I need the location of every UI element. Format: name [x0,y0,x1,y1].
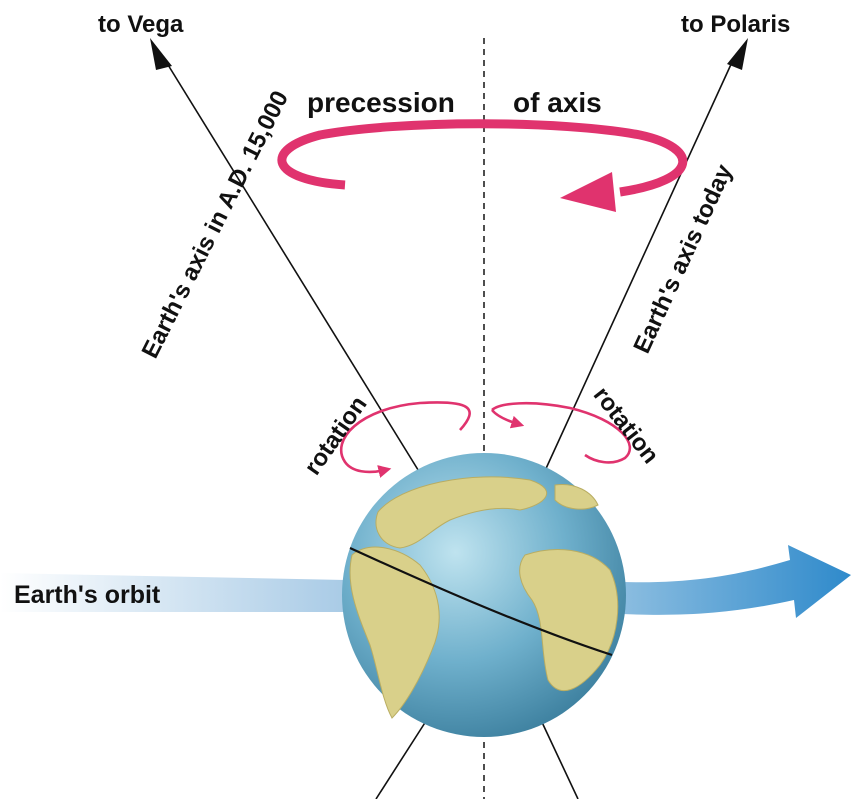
label-axis-future: Earth's axis in A.D. 15,000 [137,87,294,363]
arrowhead-polaris-icon [727,38,748,70]
label-earths-orbit: Earth's orbit [14,581,161,609]
label-precession: precession [307,87,455,118]
label-of-axis: of axis [513,87,602,118]
axis-vega-line [164,59,429,487]
axis-polaris-lower-line [539,717,579,799]
earth-globe-icon [342,453,626,737]
label-rotation-left: rotation [299,391,372,480]
axis-vega-lower-line [375,717,429,799]
orbit-arrow [0,545,851,618]
label-to-polaris: to Polaris [681,11,790,38]
precession-arrowhead-icon [560,172,616,212]
axis-polaris-line [537,59,734,487]
label-to-vega: to Vega [98,11,184,38]
arrowhead-vega-icon [150,38,172,70]
rotation-arrow-right [490,401,632,464]
precession-arrow [277,119,688,212]
rotation-arrow-left [339,401,471,478]
